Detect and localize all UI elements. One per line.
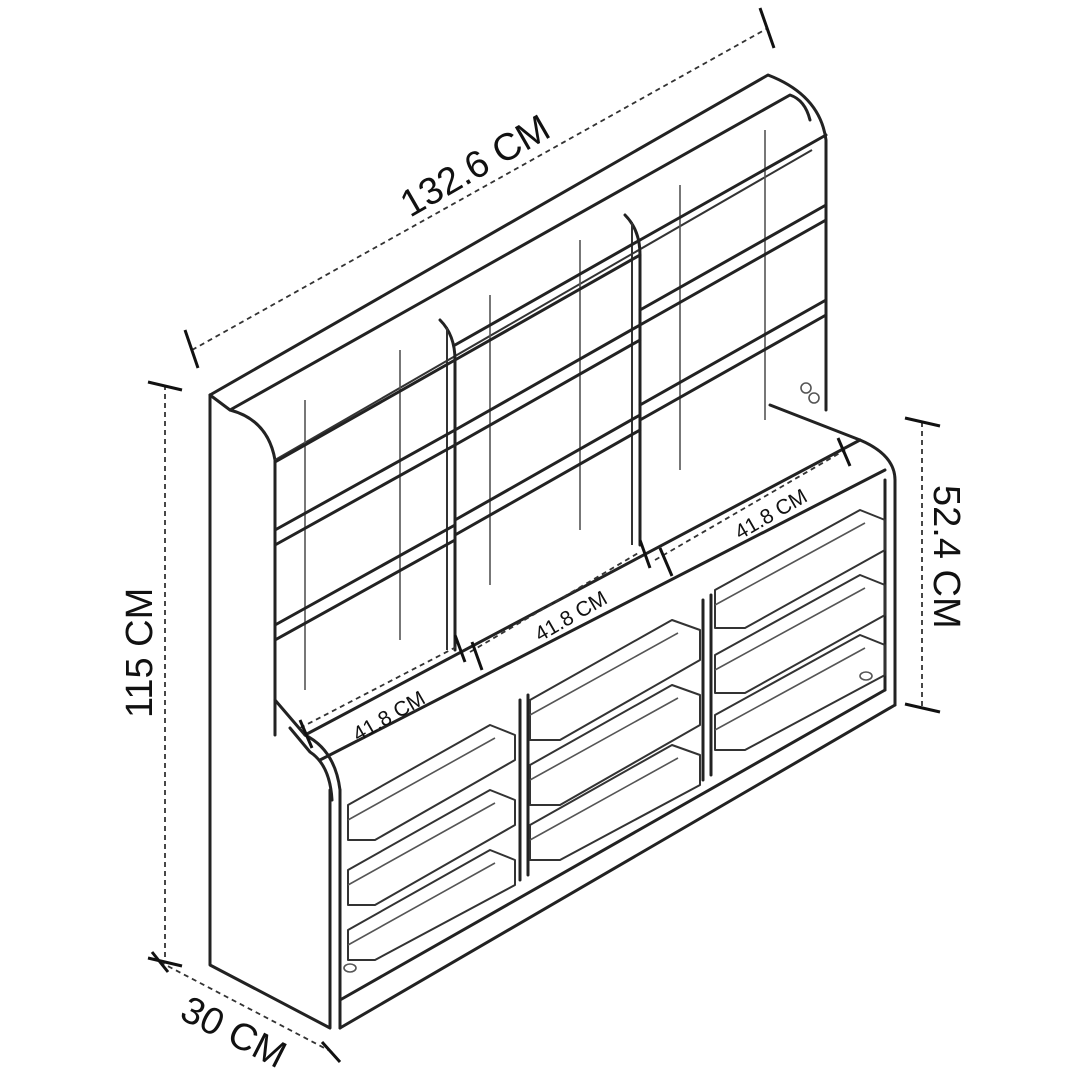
section-width-left-label: 41.8 CM <box>349 687 429 747</box>
lower-height-label: 52.4 CM <box>925 485 967 629</box>
dimension-lines <box>147 7 941 1064</box>
overall-height-label: 115 CM <box>119 588 161 718</box>
upper-hutch <box>208 73 828 737</box>
depth-label: 30 CM <box>174 989 293 1077</box>
storage-bins <box>347 509 886 961</box>
lower-cabinet <box>208 403 897 1030</box>
overall-width-label: 132.6 CM <box>394 107 558 226</box>
